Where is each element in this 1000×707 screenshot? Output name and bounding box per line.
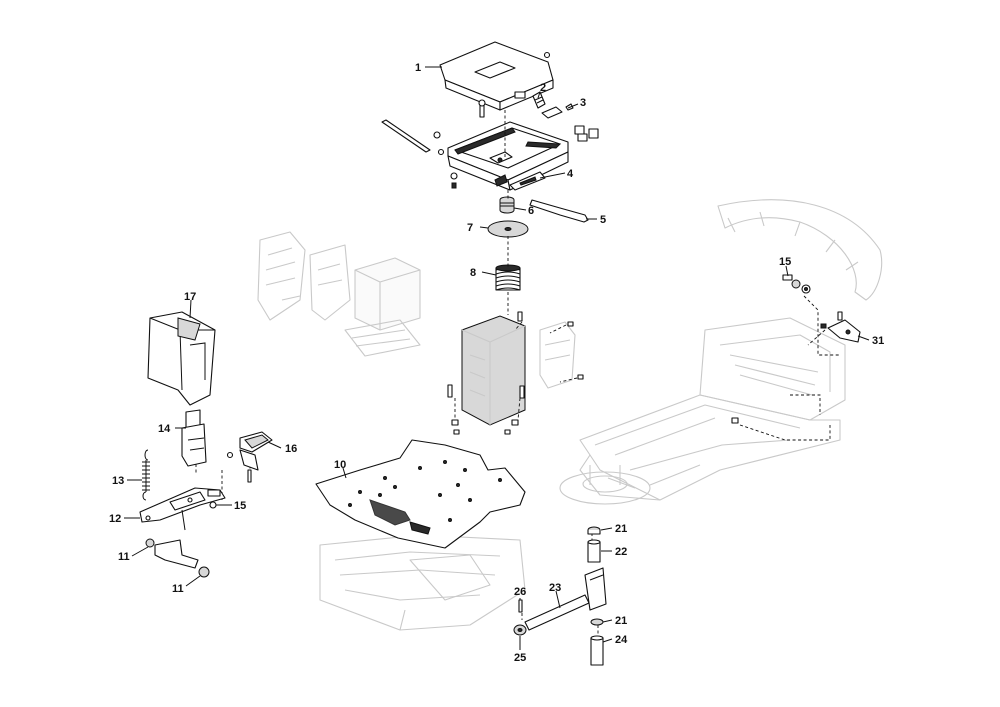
part-5-lever <box>529 199 589 223</box>
part-2-pin <box>532 91 546 109</box>
part-13-spring <box>142 449 150 501</box>
callout-3: 3 <box>580 97 586 109</box>
callout-4: 4 <box>567 168 574 180</box>
callout-21b: 21 <box>615 615 627 627</box>
part-31-bracket <box>731 311 861 424</box>
callout-labels: 1 2 3 4 5 6 7 8 10 11 11 12 13 14 15 15 … <box>109 62 884 664</box>
part-21-bushing-top <box>587 526 601 535</box>
callout-10: 10 <box>334 459 346 471</box>
callout-15b: 15 <box>779 256 791 268</box>
callout-24: 24 <box>615 634 628 646</box>
callout-8: 8 <box>470 267 476 279</box>
part-14-actuator <box>181 409 207 467</box>
callout-1: 1 <box>415 62 421 74</box>
part-15-right-hardware <box>782 274 811 294</box>
clip-parts <box>433 125 599 142</box>
callout-31: 31 <box>872 335 884 347</box>
part-23-axle-arm <box>524 567 607 631</box>
part-1-seat-plate <box>439 41 554 111</box>
bolt-head <box>478 99 486 107</box>
part-25-bushing <box>513 624 527 636</box>
seat-column <box>447 311 584 435</box>
part-3-latch <box>541 51 574 119</box>
callout-25: 25 <box>514 652 526 664</box>
callout-15a: 15 <box>234 500 246 512</box>
callout-14: 14 <box>158 423 171 435</box>
callout-21a: 21 <box>615 523 627 535</box>
part-8-spring <box>495 264 521 291</box>
callout-2: 2 <box>540 82 546 94</box>
callout-23: 23 <box>549 582 561 594</box>
part-17-shroud <box>147 311 216 406</box>
callout-22: 22 <box>615 546 627 558</box>
callout-13: 13 <box>112 475 124 487</box>
part-22-pin <box>587 539 601 563</box>
bolt <box>450 172 458 180</box>
callout-17: 17 <box>184 291 196 303</box>
leader-lines <box>124 66 870 650</box>
ghost-chassis <box>257 199 883 631</box>
part-4-slide-frame <box>447 121 569 191</box>
callout-11a: 11 <box>118 551 130 563</box>
part-10-floor-plate <box>315 439 526 549</box>
part-16-pedal <box>226 431 273 483</box>
callout-12: 12 <box>109 513 121 525</box>
part-6-bump-stop <box>499 196 515 214</box>
callout-26: 26 <box>514 586 526 598</box>
part-24-pin <box>590 635 604 666</box>
part-11-bracket <box>145 538 210 578</box>
part-26-pin <box>518 599 523 613</box>
callout-5: 5 <box>600 214 606 226</box>
part-rod <box>381 119 445 156</box>
part-7-disc <box>487 220 529 238</box>
callout-6: 6 <box>528 205 534 217</box>
part-15-bolt <box>207 489 221 497</box>
callout-7: 7 <box>467 222 473 234</box>
part-21-bushing-bottom <box>590 618 604 626</box>
callout-16: 16 <box>285 443 297 455</box>
part-15-washer <box>209 501 217 509</box>
bolt <box>451 182 457 189</box>
callout-11b: 11 <box>172 583 184 595</box>
